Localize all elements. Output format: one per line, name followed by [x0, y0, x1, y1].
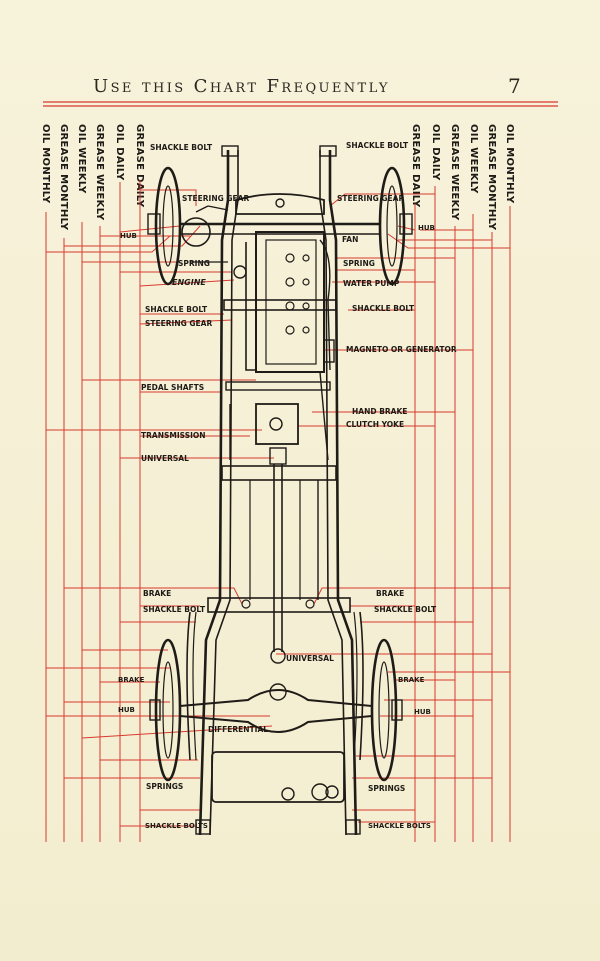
left-part-labels: SHACKLE BOLT STEERING GEAR HUB SPRING EN…	[118, 143, 268, 830]
label-shackle-bolt-rear-right: SHACKLE BOLT	[374, 605, 437, 614]
label-shackle-bolt-mid-left: SHACKLE BOLT	[145, 305, 208, 314]
header-rule	[43, 101, 558, 107]
column-label-right-1: GREASE DAILY	[410, 124, 421, 208]
rear-left-wheel	[149, 638, 182, 782]
label-steering-gear-mid-left: STEERING GEAR	[145, 319, 212, 328]
label-shackle-bolt-top-left: SHACKLE BOLT	[150, 143, 213, 152]
label-steering-gear-top-right: STEERING GEAR	[337, 194, 404, 203]
label-hub-rear-left: HUB	[118, 706, 135, 714]
label-shackle-bolt-rear-left: SHACKLE BOLT	[143, 605, 206, 614]
rear-right-wheel	[370, 638, 403, 782]
label-brake-rear-right: BRAKE	[398, 676, 425, 684]
column-label-left-2: GREASE MONTHLY	[58, 124, 69, 231]
label-universal-rear: UNIVERSAL	[286, 654, 334, 663]
column-label-left-5: OIL DAILY	[114, 124, 125, 181]
label-water-pump: WATER PUMP	[343, 279, 400, 288]
label-pedal-shafts: PEDAL SHAFTS	[141, 383, 204, 392]
label-engine: ENGINE	[172, 278, 206, 287]
label-hub-rear-right: HUB	[414, 708, 431, 716]
column-label-right-5: GREASE MONTHLY	[486, 124, 497, 231]
label-spring-front-left: SPRING	[178, 259, 210, 268]
label-hand-brake: HAND BRAKE	[352, 407, 407, 416]
label-shackle-bolts-bottom-right: SHACKLE BOLTS	[368, 822, 431, 830]
leader-lines	[46, 189, 510, 827]
column-label-right-6: OIL MONTHLY	[504, 124, 515, 204]
column-label-left-1: OIL MONTHLY	[40, 124, 51, 204]
page-number: 7	[508, 74, 521, 98]
label-shackle-bolt-top-right: SHACKLE BOLT	[346, 141, 409, 150]
column-label-right-3: GREASE WEEKLY	[449, 124, 460, 221]
label-brake-rear-left: BRAKE	[118, 676, 145, 684]
label-clutch-yoke: CLUTCH YOKE	[346, 420, 404, 429]
right-column-labels: GREASE DAILY OIL DAILY GREASE WEEKLY OIL…	[410, 124, 515, 231]
label-springs-rear-left: SPRINGS	[146, 782, 183, 791]
label-magneto-generator: MAGNETO OR GENERATOR	[346, 345, 457, 354]
label-universal-front: UNIVERSAL	[141, 454, 189, 463]
label-brake-mid-right: BRAKE	[376, 589, 404, 598]
label-spring-front-right: SPRING	[343, 259, 375, 268]
front-right-wheel	[378, 166, 413, 286]
label-hub-front-left: HUB	[120, 232, 137, 240]
page-title: Use this Chart Frequently	[93, 76, 390, 97]
column-label-right-4: OIL WEEKLY	[468, 124, 479, 194]
right-part-labels: SHACKLE BOLT STEERING GEAR HUB FAN SPRIN…	[286, 141, 457, 830]
chassis-drawing	[147, 145, 413, 836]
column-label-left-3: OIL WEEKLY	[76, 124, 87, 194]
label-shackle-bolts-bottom-left: SHACKLE BOLTS	[145, 822, 208, 830]
front-left-wheel	[147, 166, 182, 286]
label-fan: FAN	[342, 235, 358, 244]
column-label-left-6: GREASE DAILY	[134, 124, 145, 208]
column-lines	[45, 180, 511, 842]
label-brake-mid-left: BRAKE	[143, 589, 171, 598]
label-transmission: TRANSMISSION	[141, 431, 206, 440]
label-differential: DIFFERENTIAL	[208, 725, 268, 734]
label-steering-gear-top-left: STEERING GEAR	[182, 194, 249, 203]
label-shackle-bolt-mid-right: SHACKLE BOLT	[352, 304, 415, 313]
label-hub-front-right: HUB	[418, 224, 435, 232]
left-column-labels: OIL MONTHLY GREASE MONTHLY OIL WEEKLY GR…	[40, 124, 145, 231]
label-springs-rear-right: SPRINGS	[368, 784, 405, 793]
column-label-left-4: GREASE WEEKLY	[94, 124, 105, 221]
column-label-right-2: OIL DAILY	[430, 124, 441, 181]
